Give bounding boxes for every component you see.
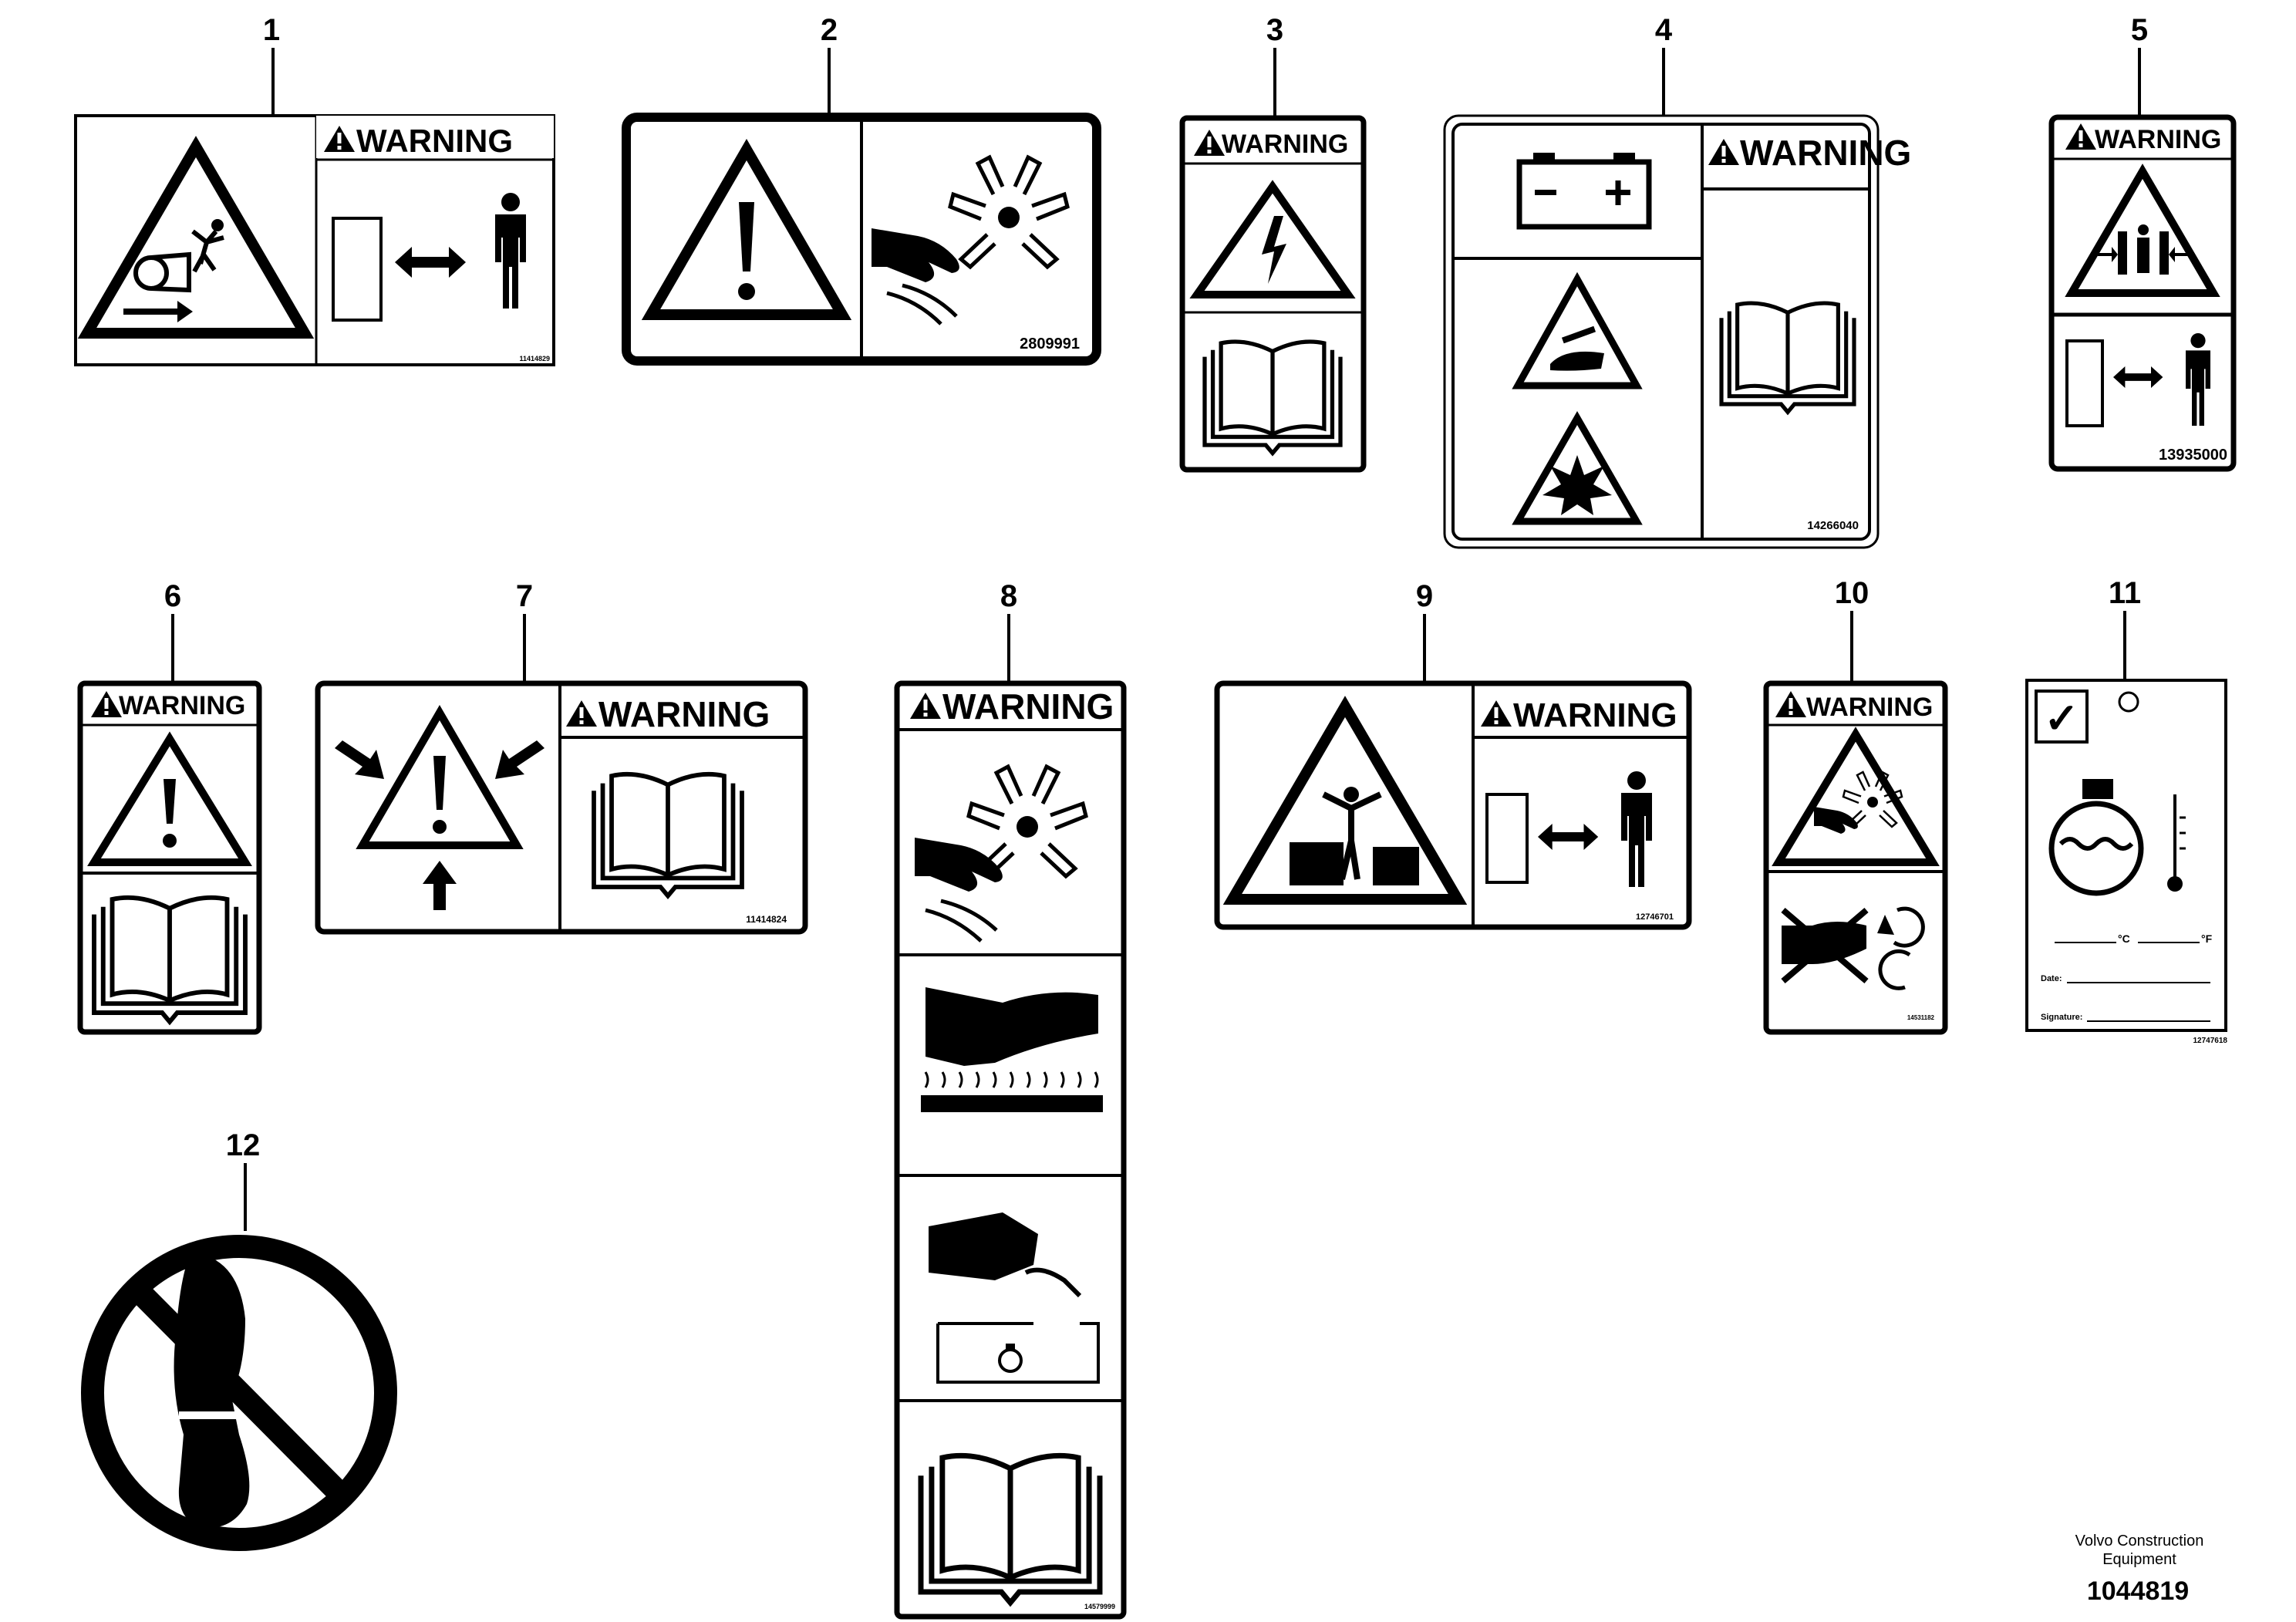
footer: Volvo Construction Equipment 1044819 bbox=[2075, 1533, 2204, 1606]
callout-8: 8 bbox=[1000, 579, 1017, 613]
figure-number: 1044819 bbox=[2087, 1576, 2189, 1606]
callout-5: 5 bbox=[2131, 13, 2148, 47]
warning-triangle-icon bbox=[87, 731, 252, 866]
decal-3: WARNING bbox=[1179, 115, 1367, 473]
battery-icon bbox=[1516, 153, 1652, 230]
book-icon bbox=[1205, 342, 1340, 454]
thermometer-icon bbox=[2167, 794, 2186, 892]
arrow-icon bbox=[123, 301, 193, 322]
hang-hole bbox=[2118, 691, 2139, 713]
lightning-icon bbox=[1189, 180, 1356, 298]
callout-9: 9 bbox=[1416, 579, 1433, 613]
callout-1: 1 bbox=[263, 13, 280, 47]
book-icon bbox=[1721, 303, 1854, 412]
part-number: 13935000 bbox=[2159, 447, 2227, 464]
rotation-icon bbox=[1877, 906, 1925, 990]
book-icon bbox=[921, 1455, 1100, 1603]
decal-7: WARNING 11414824 bbox=[315, 680, 808, 935]
fahrenheit-unit: °F bbox=[2201, 932, 2213, 945]
callout-3: 3 bbox=[1266, 13, 1283, 47]
part-number: 14579999 bbox=[1084, 1603, 1115, 1610]
leader-lines bbox=[171, 48, 2141, 1231]
signal-word: WARNING bbox=[356, 123, 513, 159]
part-number: 11414829 bbox=[519, 355, 550, 363]
signal-word: WARNING bbox=[2095, 125, 2221, 154]
corrosive-icon bbox=[1512, 271, 1643, 389]
engine-coolant-icon bbox=[929, 1212, 1100, 1384]
hot-surface-icon bbox=[921, 987, 1103, 1112]
check-mark: ✓ bbox=[2044, 696, 2079, 742]
signal-word: WARNING bbox=[1513, 696, 1677, 734]
hand-icon bbox=[1781, 907, 1869, 984]
callout-2: 2 bbox=[821, 13, 838, 47]
crush-icon bbox=[2065, 164, 2220, 297]
callout-4: 4 bbox=[1655, 13, 1673, 47]
part-number: 2809991 bbox=[1020, 336, 1080, 352]
callout-7: 7 bbox=[516, 579, 533, 613]
decal-9: WARNING 12746701 bbox=[1214, 680, 1692, 930]
signal-word: WARNING bbox=[598, 694, 770, 734]
part-number: 14531182 bbox=[1907, 1014, 1935, 1021]
signal-word: WARNING bbox=[1222, 130, 1348, 159]
warning-triangle-icon bbox=[77, 136, 315, 339]
decal-2: 2809991 bbox=[622, 113, 1101, 366]
callout-6: 6 bbox=[164, 579, 181, 613]
warning-triangle-icon bbox=[1772, 727, 1940, 866]
book-icon bbox=[594, 774, 742, 896]
celsius-unit: °C bbox=[2118, 932, 2130, 945]
part-number: 12747618 bbox=[2193, 1037, 2228, 1045]
book-icon bbox=[94, 898, 245, 1022]
part-number: 11414824 bbox=[746, 914, 787, 925]
warning-triangle-icon bbox=[1222, 696, 1468, 905]
signature-label: Signature: bbox=[2041, 1013, 2082, 1022]
date-label: Date: bbox=[2041, 974, 2062, 983]
decal-1: WARNING 11414829 bbox=[74, 114, 555, 366]
decal-5: WARNING 13935000 bbox=[2048, 114, 2237, 472]
part-number: 12746701 bbox=[1636, 912, 1674, 922]
warning-triangle-icon bbox=[356, 705, 524, 849]
company-name-line2: Equipment bbox=[2102, 1551, 2176, 1568]
signal-word: WARNING bbox=[942, 686, 1114, 727]
decal-11: ✓ °C °F Date: Signature: 12747618 bbox=[2025, 679, 2228, 1045]
decal-8: WARNING 14579999 bbox=[894, 680, 1127, 1620]
decal-10: WARNING 14531182 bbox=[1763, 680, 1948, 1035]
company-name: Volvo Construction bbox=[2075, 1533, 2204, 1549]
callout-10: 10 bbox=[1835, 576, 1870, 610]
no-step-icon bbox=[81, 1235, 397, 1551]
signal-word: WARNING bbox=[119, 691, 245, 720]
callout-12: 12 bbox=[226, 1128, 261, 1162]
warning-triangle-icon bbox=[641, 139, 852, 320]
explosion-icon bbox=[1512, 410, 1643, 525]
callout-numbers: 1 2 3 4 5 6 7 8 9 10 11 12 bbox=[164, 13, 2148, 1162]
callout-11: 11 bbox=[2109, 576, 2141, 610]
arrow-icon bbox=[335, 740, 544, 910]
decal-4: WARNING 14266040 bbox=[1443, 114, 1911, 549]
decal-6: WARNING bbox=[77, 680, 262, 1035]
signal-word: WARNING bbox=[1806, 693, 1933, 722]
part-number: 14266040 bbox=[1807, 519, 1859, 532]
engine-coolant-icon bbox=[2048, 779, 2144, 896]
signal-word: WARNING bbox=[1740, 133, 1911, 173]
